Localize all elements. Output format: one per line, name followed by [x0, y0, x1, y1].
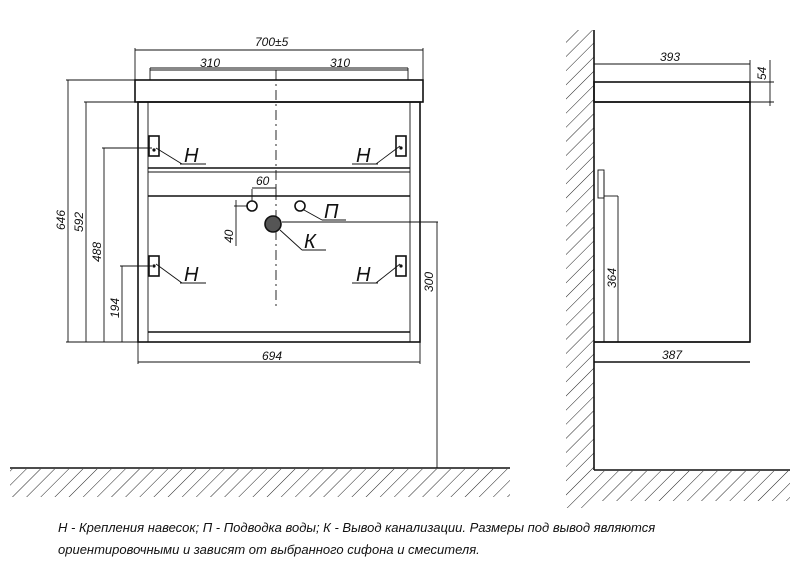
mark-p: П [324, 201, 339, 223]
dim-393: 393 [660, 50, 680, 64]
dim-700: 700±5 [255, 35, 289, 49]
water-inlet-left [246, 200, 258, 212]
dim-194: 194 [108, 298, 122, 318]
dim-364: 364 [605, 268, 619, 288]
front-view: Н Н Н Н П К 60 40 300 700±5 310 [54, 35, 438, 468]
dim-300: 300 [422, 272, 436, 292]
water-inlet-right [294, 200, 306, 212]
dim-54: 54 [755, 66, 769, 80]
dim-592: 592 [72, 212, 86, 232]
dim-60: 60 [256, 174, 270, 188]
mark-h-bottom-right: Н [356, 264, 371, 286]
legend-line-2: ориентировочными и зависят от выбранного… [58, 542, 480, 557]
bracket-bottom-right [395, 255, 407, 277]
mark-h-top-left: Н [184, 145, 199, 167]
bracket-top-right [395, 135, 407, 157]
drain-outlet [264, 215, 282, 233]
mark-k: К [304, 231, 317, 253]
dim-387: 387 [662, 348, 683, 362]
mark-h-bottom-left: Н [184, 264, 199, 286]
dim-646: 646 [54, 210, 68, 230]
dim-310-right: 310 [330, 56, 350, 70]
legend-line-1: Н - Крепления навесок; П - Подводка воды… [58, 520, 656, 535]
floor-front [10, 467, 510, 497]
dim-40: 40 [222, 229, 236, 243]
side-view: 393 54 364 387 [566, 30, 790, 508]
bracket-top-left [148, 135, 160, 157]
dim-488: 488 [90, 242, 104, 262]
dim-694: 694 [262, 349, 282, 363]
mark-h-top-right: Н [356, 145, 371, 167]
dim-310-left: 310 [200, 56, 220, 70]
